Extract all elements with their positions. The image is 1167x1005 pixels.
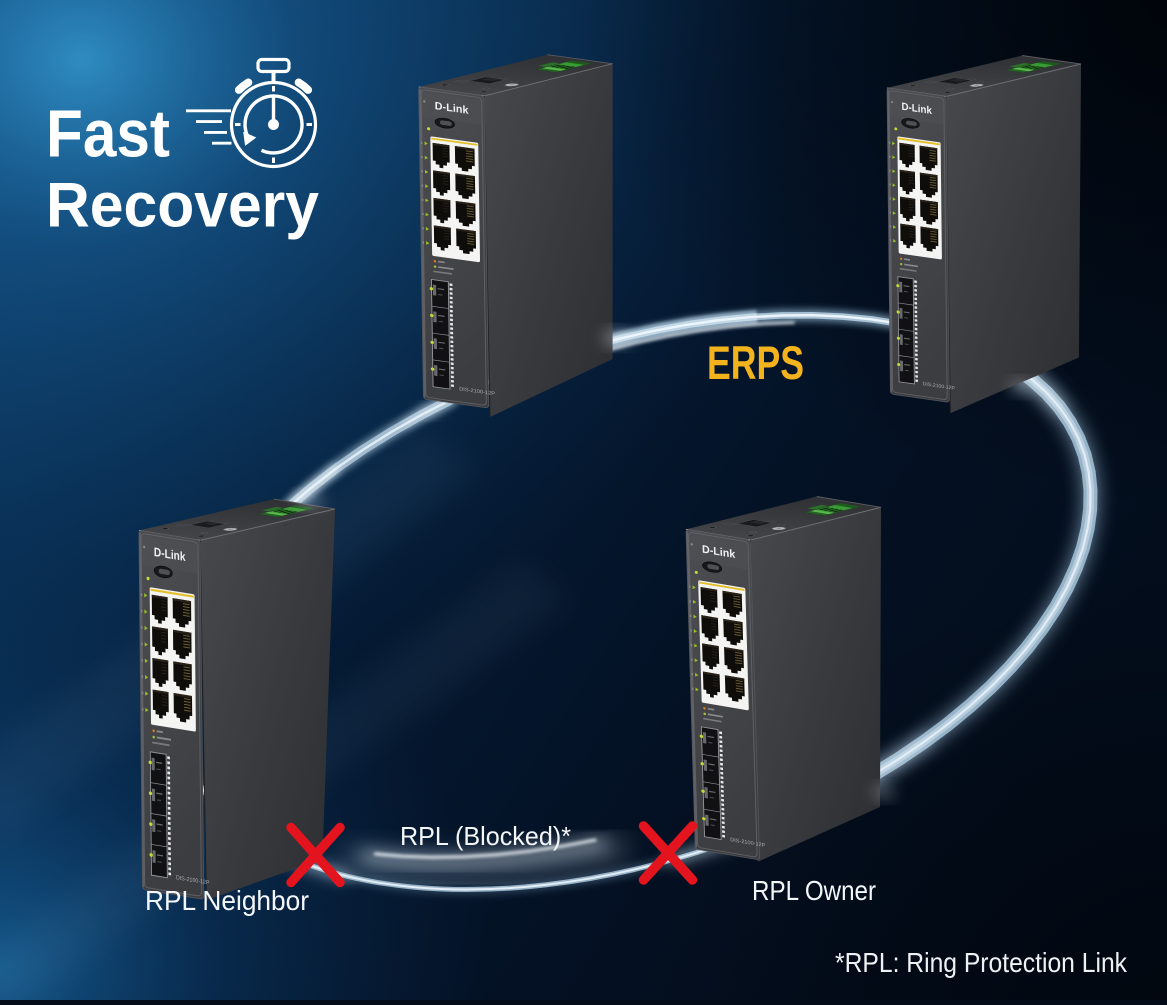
svg-text:Fast: Fast <box>46 97 170 172</box>
svg-text:DIS-2100-12P: DIS-2100-12P <box>176 875 210 887</box>
svg-text:RPL Owner: RPL Owner <box>752 875 876 906</box>
svg-text:D-Link: D-Link <box>435 101 470 117</box>
svg-text:ERPS: ERPS <box>707 337 804 390</box>
svg-text:RPL (Blocked)*: RPL (Blocked)* <box>400 821 571 851</box>
svg-text:RPL Neighbor: RPL Neighbor <box>145 885 309 916</box>
svg-text:DIS-2100-12P: DIS-2100-12P <box>459 387 495 398</box>
svg-text:DIS-2100-12P: DIS-2100-12P <box>730 837 766 849</box>
svg-text:D-Link: D-Link <box>702 544 736 561</box>
svg-text:DIS-2100-12P: DIS-2100-12P <box>923 381 956 392</box>
svg-text:D-Link: D-Link <box>154 544 186 564</box>
svg-text:D-Link: D-Link <box>901 101 932 117</box>
svg-text:Recovery: Recovery <box>46 171 319 241</box>
svg-text:*RPL: Ring Protection Link: *RPL: Ring Protection Link <box>835 947 1128 978</box>
